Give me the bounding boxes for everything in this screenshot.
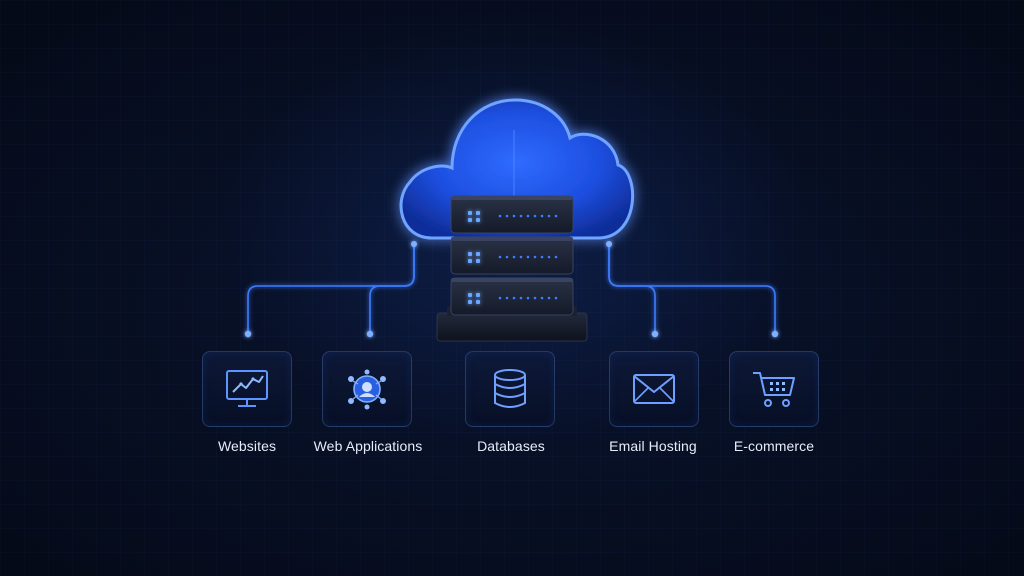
endpoint-dot — [366, 330, 374, 338]
server-rack-icon — [436, 195, 588, 342]
connector-web-applications — [369, 244, 415, 333]
service-card-websites[interactable] — [202, 351, 292, 427]
database-icon — [494, 369, 526, 408]
chart-monitor-icon — [226, 370, 268, 407]
server-unit — [450, 277, 574, 316]
service-label-databases: Databases — [477, 438, 545, 454]
service-label-web-applications: Web Applications — [313, 438, 423, 454]
service-card-email-hosting[interactable] — [609, 351, 699, 427]
endpoint-dot — [411, 241, 417, 247]
connector-lines — [247, 244, 776, 333]
endpoint-dot — [244, 330, 252, 338]
endpoint-dot — [651, 330, 659, 338]
service-label-email-hosting: Email Hosting — [609, 438, 697, 454]
service-card-databases[interactable] — [465, 351, 555, 427]
service-label-websites: Websites — [217, 438, 277, 454]
server-unit — [450, 236, 574, 275]
connector-endpoints — [244, 241, 779, 338]
connector-email-hosting — [608, 244, 656, 333]
envelope-icon — [633, 374, 675, 404]
endpoint-dot — [606, 241, 612, 247]
shopping-cart-icon — [753, 372, 795, 407]
server-indicator-dots — [498, 214, 558, 300]
service-card-web-applications[interactable] — [322, 351, 412, 427]
server-unit — [450, 195, 574, 234]
endpoint-dot — [771, 330, 779, 338]
connector-websites — [247, 244, 415, 333]
server-status-lights — [468, 211, 480, 304]
connector-ecommerce — [608, 244, 776, 333]
server-base — [436, 312, 588, 342]
app-network-icon — [348, 369, 386, 410]
service-card-ecommerce[interactable] — [729, 351, 819, 427]
service-label-ecommerce: E-commerce — [733, 438, 815, 454]
